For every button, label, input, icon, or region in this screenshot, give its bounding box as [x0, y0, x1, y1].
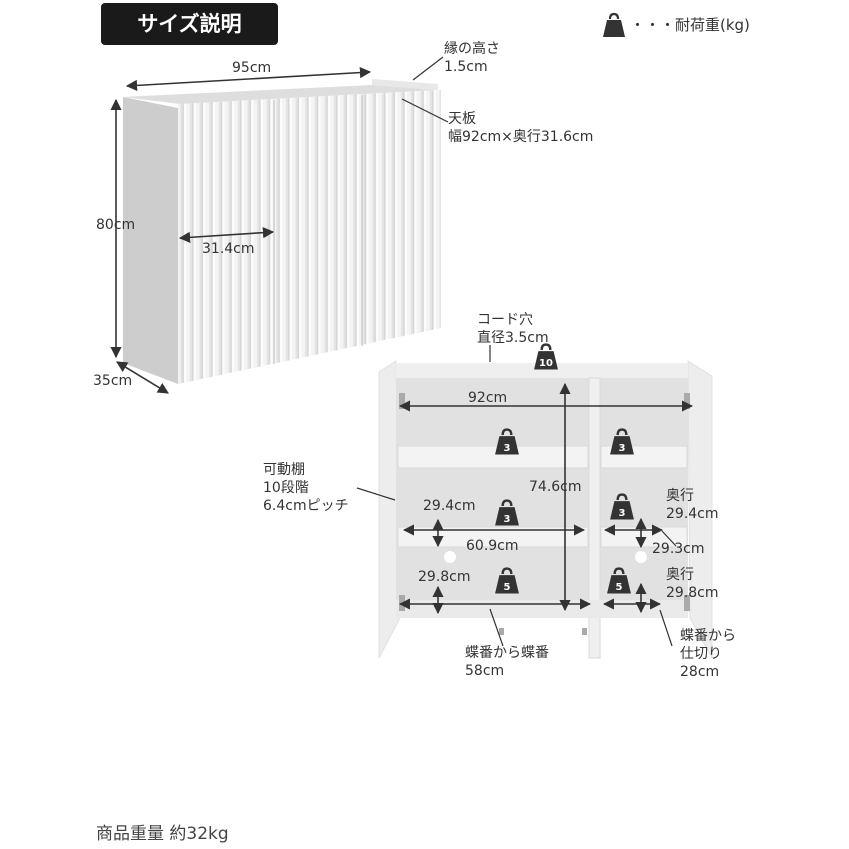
door-width-arrow — [178, 227, 275, 243]
cord-hole-right — [635, 551, 647, 563]
svg-text:3: 3 — [504, 443, 511, 454]
shelf-leader — [356, 487, 396, 501]
width-label: 95cm — [232, 60, 272, 76]
hinge-to-partition-label: 蝶番から 仕切り 28cm — [680, 628, 736, 680]
weight-icon-shelf-left-1: 3 — [494, 428, 520, 456]
side-panel — [123, 97, 178, 384]
depth-arrow — [116, 361, 169, 394]
top-board-label: 天板 幅92cm×奥行31.6cm — [448, 111, 594, 145]
exterior-cabinet — [123, 79, 441, 384]
interior-cabinet — [378, 360, 713, 659]
shelf-width-label: 60.9cm — [466, 538, 519, 554]
svg-text:3: 3 — [619, 508, 626, 519]
shelf-left-1 — [397, 445, 589, 469]
weight-icon-bottom-right: 5 — [606, 567, 632, 595]
svg-text:3: 3 — [619, 443, 626, 454]
edge-height-label: 縁の高さ 1.5cm — [444, 41, 500, 75]
foot — [582, 628, 587, 635]
adjustable-shelf-label: 可動棚 10段階 6.4cmピッチ — [263, 462, 349, 514]
top-board-leader — [401, 98, 449, 123]
weight-icon-top: 10 — [533, 343, 559, 371]
svg-text:5: 5 — [504, 582, 511, 593]
weight-bag-icon — [603, 12, 625, 37]
right-depth-2-label: 奥行 29.8cm — [666, 567, 719, 601]
right-width-leader — [661, 530, 677, 547]
product-weight: 商品重量 約32kg — [96, 824, 229, 844]
weight-icon-bottom-left: 5 — [494, 567, 520, 595]
page-title: サイズ説明 — [101, 3, 278, 45]
right-door-open — [687, 360, 713, 659]
svg-text:10: 10 — [539, 358, 553, 369]
right-width-label: 29.3cm — [652, 541, 705, 557]
hinge-to-hinge-label: 蝶番から蝶番 58cm — [465, 645, 549, 679]
hinge — [399, 595, 405, 611]
weight-icon-shelf-right-2: 3 — [609, 493, 635, 521]
door-width-label: 31.4cm — [202, 241, 255, 257]
top-edge — [372, 79, 438, 90]
weight-icon-shelf-right-1: 3 — [609, 428, 635, 456]
inner-top — [396, 363, 688, 378]
shelf-height-2-label: 29.8cm — [418, 569, 471, 585]
hinge-leader — [489, 608, 504, 647]
hinge — [684, 595, 690, 611]
partition-leader — [659, 609, 673, 647]
weight-icon-shelf-left-2: 3 — [494, 499, 520, 527]
cabinet-interior — [396, 378, 688, 608]
foot — [499, 628, 504, 635]
cabinet-base — [396, 600, 688, 618]
svg-text:3: 3 — [504, 514, 511, 525]
legend-text: ・・・耐荷重(kg) — [630, 15, 750, 34]
legend: ・・・耐荷重(kg) — [602, 12, 750, 38]
inner-height-label: 74.6cm — [529, 479, 582, 495]
right-depth-1-label: 奥行 29.4cm — [666, 488, 719, 522]
fluted-doors — [178, 90, 441, 384]
svg-text:5: 5 — [616, 582, 623, 593]
inner-width-label: 92cm — [468, 390, 508, 406]
cord-hole-left — [444, 551, 456, 563]
depth-label: 35cm — [93, 373, 133, 389]
width-arrow — [125, 66, 372, 92]
shelf-height-1-label: 29.4cm — [423, 498, 476, 514]
height-label: 80cm — [96, 217, 136, 233]
cord-hole-label: コード穴 直径3.5cm — [477, 312, 549, 346]
edge-leader — [412, 56, 444, 81]
partition — [588, 377, 601, 659]
